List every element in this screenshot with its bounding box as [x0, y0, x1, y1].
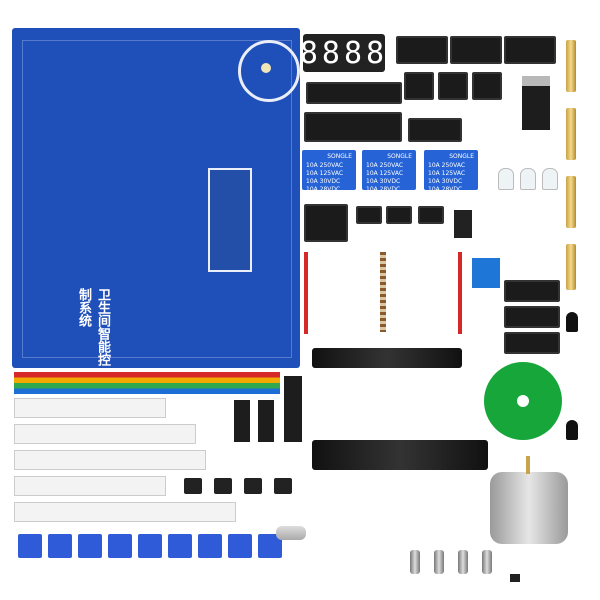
standoff-2 — [566, 108, 576, 160]
standoff-1 — [566, 40, 576, 92]
long-ic — [306, 82, 402, 104]
ic-chip-1 — [504, 280, 560, 302]
motor-shaft — [526, 456, 530, 474]
trimmer-4 — [108, 534, 132, 558]
relay-3-brand: SONGLE — [449, 153, 474, 160]
relay-3: SONGLE 10A 250VAC 10A 125VAC 10A 30VDC 1… — [424, 150, 478, 193]
encoder-center — [261, 63, 271, 73]
long-ic-socket — [304, 112, 402, 142]
standoff-4 — [566, 244, 576, 290]
encoder-disk-center — [517, 395, 529, 407]
ic-socket-2 — [450, 36, 502, 64]
tact-button-3 — [244, 478, 262, 494]
seven-segment-display: 8888 — [299, 34, 389, 72]
trimmer-3 — [78, 534, 102, 558]
terminal-block — [472, 258, 500, 288]
ic-socket-5 — [438, 72, 468, 100]
relay-1: SONGLE 10A 250VAC 10A 125VAC 10A 30VDC 1… — [302, 150, 356, 193]
clear-led-2 — [520, 168, 536, 190]
relay-1-spec: 10A 250VAC 10A 125VAC 10A 30VDC 10A 28VD… — [306, 162, 344, 193]
ribbon-cable — [14, 372, 280, 394]
pcb-traces — [22, 40, 292, 358]
crystal — [276, 526, 306, 540]
ic-chip-3 — [504, 332, 560, 354]
pcb-board: 卫生间智能控制系统 — [12, 28, 300, 368]
black-led-1 — [566, 312, 578, 332]
relay-2-brand: SONGLE — [387, 153, 412, 160]
ic-socket-3 — [504, 36, 556, 64]
screw-3 — [458, 550, 468, 574]
standoff-3 — [566, 176, 576, 228]
ic-socket-4 — [404, 72, 434, 100]
trimmer-5 — [138, 534, 162, 558]
connector-row-1 — [14, 398, 166, 418]
screw-4 — [482, 550, 492, 574]
screw-1 — [410, 550, 420, 574]
connector-row-2 — [14, 424, 196, 444]
red-strip-left — [304, 252, 308, 334]
clear-led-1 — [498, 168, 514, 190]
power-transistor-3 — [284, 376, 302, 442]
power-transistor-1 — [234, 400, 250, 442]
small-ic-2 — [386, 206, 412, 224]
connector-row-3 — [14, 450, 206, 470]
tact-button-2 — [214, 478, 232, 494]
trimmer-6 — [168, 534, 192, 558]
ic-socket-1 — [396, 36, 448, 64]
dc-motor — [490, 472, 568, 544]
relay-2: SONGLE 10A 250VAC 10A 125VAC 10A 30VDC 1… — [362, 150, 416, 193]
power-transistor-2 — [258, 400, 274, 442]
red-strip-right — [458, 252, 462, 334]
pcb-silkscreen-title: 卫生间智能控制系统 — [76, 288, 110, 366]
relay-1-brand: SONGLE — [327, 153, 352, 160]
trimmer-7 — [198, 534, 222, 558]
small-ic-3 — [418, 206, 444, 224]
connector-row-5 — [14, 502, 236, 522]
resistor-strip — [380, 252, 386, 332]
dip-socket — [304, 204, 348, 242]
trimmer-1 — [18, 534, 42, 558]
relay-3-spec: 10A 250VAC 10A 125VAC 10A 30VDC 10A 28VD… — [428, 162, 466, 193]
trimmer-8 — [228, 534, 252, 558]
black-led-2 — [566, 420, 578, 440]
tact-button-1 — [184, 478, 202, 494]
screw-2 — [434, 550, 444, 574]
small-ic — [408, 118, 462, 142]
diode — [510, 574, 520, 582]
clear-led-3 — [542, 168, 558, 190]
trimmer-2 — [48, 534, 72, 558]
small-ic-1 — [356, 206, 382, 224]
lcd-display-outline — [208, 168, 252, 272]
ic-socket-6 — [472, 72, 502, 100]
relay-2-spec: 10A 250VAC 10A 125VAC 10A 30VDC 10A 28VD… — [366, 162, 404, 193]
ic-chip-2 — [504, 306, 560, 328]
push-switch — [454, 210, 472, 238]
connector-row-4 — [14, 476, 166, 496]
capacitor-row-1 — [312, 348, 462, 368]
tact-button-4 — [274, 478, 292, 494]
encoder-ring — [238, 40, 300, 102]
capacitor-row-2 — [312, 440, 488, 470]
voltage-regulator — [522, 76, 550, 130]
